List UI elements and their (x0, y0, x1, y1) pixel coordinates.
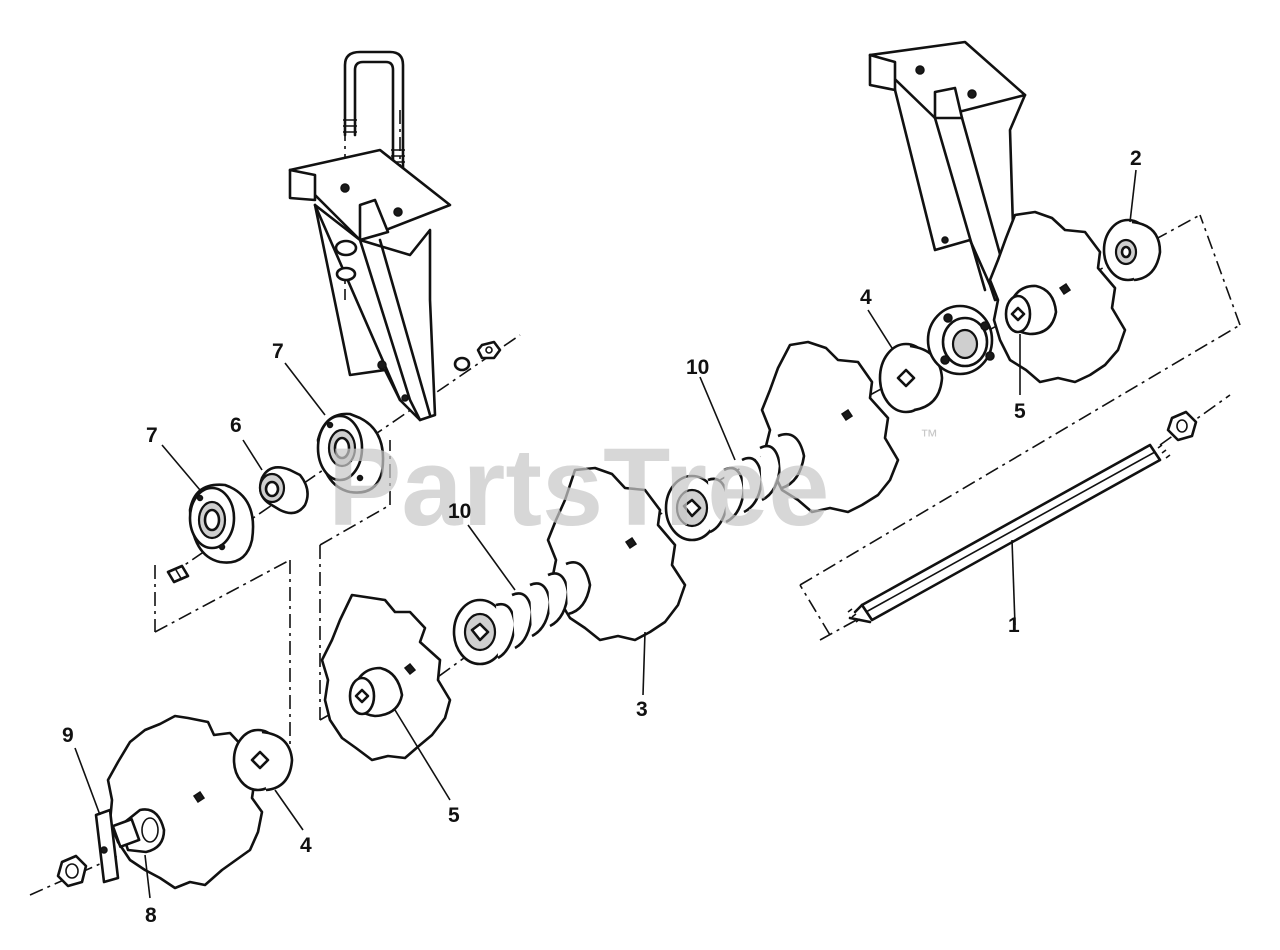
end-plate-9 (94, 808, 120, 884)
lock-washer (453, 356, 471, 372)
callout-4-upper: 4 (860, 286, 872, 309)
spacer-spool-lower (452, 561, 592, 666)
hex-nut-lower (56, 854, 88, 888)
callout-4-lower: 4 (300, 834, 312, 857)
carriage-bolt (166, 564, 190, 584)
callout-6: 6 (230, 414, 242, 437)
bearing-flange-left (188, 483, 255, 564)
leader-lines (74, 169, 1137, 899)
square-shaft-1 (847, 410, 1198, 624)
disc-hub-upper (1004, 284, 1058, 336)
callout-5-upper: 5 (1014, 400, 1026, 423)
callout-3: 3 (636, 698, 648, 721)
watermark-trademark: ™ (920, 426, 938, 446)
disc-hub-lower (348, 666, 404, 718)
callout-2: 2 (1130, 147, 1142, 170)
callout-7-left: 7 (146, 424, 158, 447)
bearing-6 (258, 466, 309, 515)
callout-5-lower: 5 (448, 804, 460, 827)
right-mounting-bracket (868, 40, 1027, 302)
callout-7-right: 7 (272, 340, 284, 363)
square-keys (192, 282, 1072, 804)
spacer-cup-lower (232, 728, 294, 792)
spacer-spool-upper (664, 432, 806, 542)
end-bearing-8 (111, 808, 166, 854)
notched-disc-blade-right (988, 210, 1127, 384)
left-mounting-bracket (288, 50, 502, 422)
bearing-flange-right (316, 412, 385, 494)
callout-numbers: 1 2 3 4 4 5 5 6 7 7 8 9 10 10 (62, 147, 1142, 927)
end-cap-2 (1102, 218, 1162, 282)
callout-9: 9 (62, 724, 74, 747)
callout-10-upper: 10 (686, 356, 709, 379)
bearing-flange-assembly-right (926, 304, 995, 376)
watermark: PartsTree ™ (328, 426, 938, 549)
watermark-text: PartsTree (328, 426, 829, 549)
callout-8: 8 (145, 904, 157, 927)
hex-nut (476, 340, 502, 360)
callout-1: 1 (1008, 614, 1020, 637)
callout-10-lower: 10 (448, 500, 471, 523)
